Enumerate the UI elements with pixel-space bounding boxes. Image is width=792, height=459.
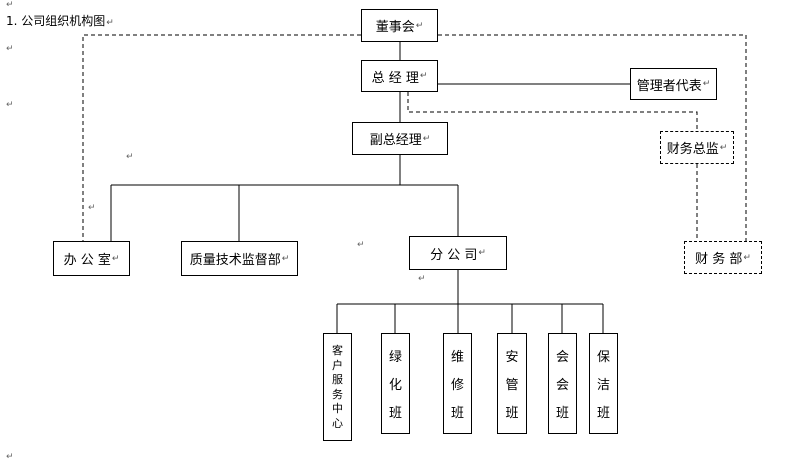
paragraph-mark: ↵ — [418, 274, 426, 284]
paragraph-mark: ↵ — [6, 452, 14, 459]
team-cleaning: 保 洁 班 — [589, 333, 618, 434]
node-management-representative: 管理者代表↵ — [630, 68, 717, 100]
node-general-manager: 总 经 理↵ — [361, 60, 438, 92]
paragraph-mark: ↵ — [357, 240, 365, 250]
team-maintenance: 维 修 班 — [443, 333, 472, 434]
node-board: 董事会↵ — [361, 9, 438, 42]
node-deputy-general-manager: 副总经理↵ — [352, 122, 448, 155]
team-security: 安 管 班 — [497, 333, 527, 434]
paragraph-mark: ↵ — [6, 0, 14, 10]
team-customer-service-center: 客 户 服 务 中 心 — [323, 333, 352, 441]
node-finance-department: 财 务 部↵ — [684, 241, 762, 274]
paragraph-mark: ↵ — [6, 44, 14, 54]
paragraph-mark: ↵ — [88, 203, 96, 213]
team-conference: 会 会 班 — [548, 333, 577, 434]
paragraph-mark: ↵ — [126, 152, 134, 162]
node-finance-director: 财务总监↵ — [660, 131, 734, 164]
node-office: 办 公 室↵ — [53, 241, 130, 276]
node-quality-tech-supervision: 质量技术监督部↵ — [181, 241, 298, 276]
paragraph-mark: ↵ — [6, 100, 14, 110]
team-greening: 绿 化 班 — [381, 333, 410, 434]
node-branch-company: 分 公 司↵ — [409, 236, 507, 270]
page-title: 1. 公司组织机构图↵ — [6, 14, 114, 28]
